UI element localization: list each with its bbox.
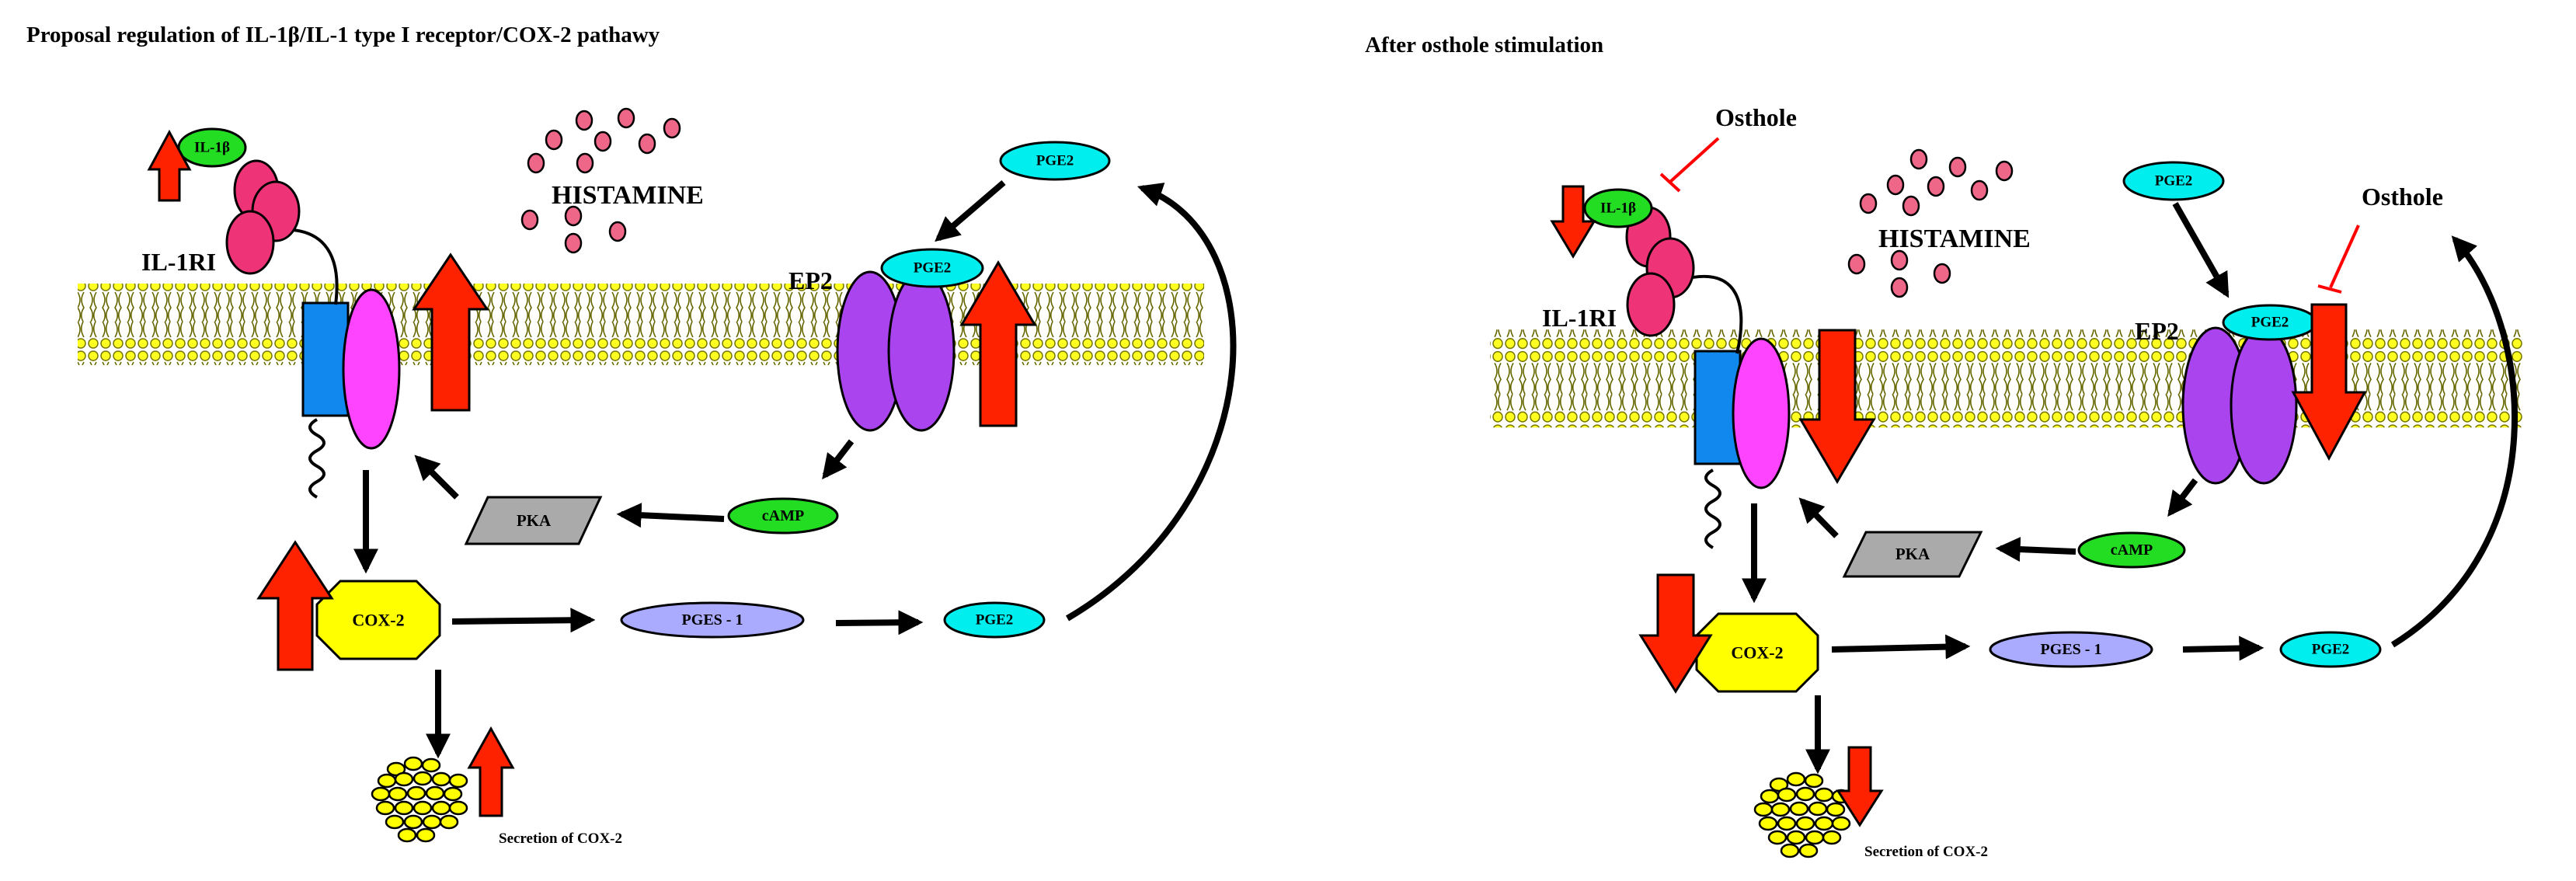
- osthole-inhibition-bar-1: [1659, 172, 1681, 193]
- pge2-top-label: PGE2: [1036, 153, 1074, 169]
- cox2-secretion-granules: [371, 756, 468, 843]
- cell-membrane-right: [1490, 329, 2523, 428]
- osthole-inhibition-bar-2: [2317, 284, 2342, 294]
- arrow-pge2-feedback: [1065, 183, 1237, 622]
- pathway-arrows-right: [1742, 202, 2518, 775]
- camp-label: cAMP: [762, 507, 804, 524]
- pges1-node: [620, 601, 805, 639]
- cox2-down-arrow: [1638, 573, 1713, 694]
- histamine-granules: [520, 107, 681, 254]
- arrow-pges1-to-pge2-right: [2182, 636, 2264, 661]
- pka-label-right: PKA: [1895, 545, 1930, 563]
- arrow-pges1-to-pge2: [835, 610, 924, 636]
- ep2-down-arrow: [2291, 303, 2367, 461]
- arrow-ep2-to-camp: [822, 439, 855, 480]
- right-panel: After osthole stimulation Osthole IL-1β …: [1365, 33, 2523, 860]
- pges1-node-right: [1989, 631, 2153, 668]
- secretion-label: Secretion of COX-2: [499, 831, 622, 847]
- pathway-arrows: [353, 179, 1237, 759]
- pge2-top-node: [999, 141, 1111, 181]
- osthole-label-2: Osthole: [2362, 183, 2443, 211]
- right-panel-title: After osthole stimulation: [1365, 33, 1603, 57]
- cox2-up-arrow: [256, 540, 334, 671]
- histamine-label: HISTAMINE: [552, 181, 704, 210]
- histamine-label-right: HISTAMINE: [1878, 225, 2031, 253]
- pge2-receptor-label-right: PGE2: [2251, 315, 2289, 331]
- pge2-bottom-node: [943, 601, 1046, 639]
- cox2-node: [315, 580, 441, 660]
- il1ri-down-arrow: [1798, 329, 1876, 484]
- il1b-down-arrow: [1550, 185, 1596, 259]
- il1b-up-arrow: [147, 129, 192, 202]
- il1ri-receptor-right: IL-1β: [1550, 185, 1791, 549]
- ep2-label-right: EP2: [2135, 317, 2179, 345]
- ep2-receptor: PGE2: [836, 248, 984, 432]
- ep2-label: EP2: [788, 266, 833, 294]
- arrow-pge2-to-ep2-right: [2172, 202, 2230, 298]
- arrow-camp-to-pka: [616, 503, 725, 528]
- il1ri-up-arrow: [412, 252, 489, 412]
- secretion-down-arrow: [1836, 746, 1884, 827]
- cox2-secretion-granules-right: [1753, 771, 1851, 858]
- pka-label: PKA: [517, 511, 552, 530]
- il1ri-label: IL-1RI: [141, 248, 216, 276]
- arrow-pge2-to-ep2: [935, 179, 1006, 242]
- ep2-receptor-right: PGE2: [2181, 304, 2318, 485]
- ep2-up-arrow: [959, 260, 1037, 427]
- il1b-label-right: IL-1β: [1600, 200, 1636, 217]
- pge2-top-node-right: [2122, 161, 2225, 201]
- pges1-label-right: PGES - 1: [2041, 641, 2102, 658]
- osthole-inhibition-line-1: [1669, 137, 1720, 183]
- cox2-label-right: COX-2: [1731, 643, 1783, 663]
- secretion-up-arrow: [467, 726, 515, 817]
- left-panel: Proposal regulation of IL-1β/IL-1 type I…: [26, 23, 1237, 847]
- arrow-cox2-to-pges1-right: [1831, 634, 1971, 660]
- osthole-label-1: Osthole: [1715, 103, 1797, 131]
- camp-label-right: cAMP: [2111, 541, 2153, 559]
- camp-node: [727, 497, 839, 535]
- arrow-pka-to-receptor: [414, 454, 459, 500]
- pka-node-right: [1842, 531, 1983, 578]
- arrow-pka-to-receptor-right: [1798, 497, 1839, 538]
- arrow-cox2-to-pges1: [451, 608, 596, 633]
- histamine-granules-right: [1847, 148, 2014, 298]
- il1ri-receptor: IL-1β: [147, 127, 401, 499]
- left-panel-title: Proposal regulation of IL-1β/IL-1 type I…: [26, 23, 660, 47]
- pges1-label: PGES - 1: [682, 611, 743, 629]
- secretion-label-right: Secretion of COX-2: [1864, 844, 1988, 860]
- pge2-bottom-label: PGE2: [976, 612, 1014, 629]
- camp-node-right: [2077, 531, 2186, 569]
- pge2-bottom-node-right: [2279, 631, 2382, 668]
- il1b-label: IL-1β: [194, 140, 230, 156]
- arrow-camp-to-pka-right: [1995, 537, 2076, 562]
- pka-node: [464, 496, 603, 545]
- il1ri-label-right: IL-1RI: [1542, 304, 1617, 332]
- pge2-receptor-label: PGE2: [914, 260, 952, 277]
- cox2-label: COX-2: [352, 611, 404, 630]
- arrow-ep2-to-camp-right: [2167, 478, 2198, 517]
- pge2-bottom-label-right: PGE2: [2312, 642, 2350, 658]
- osthole-inhibition-line-2: [2329, 225, 2360, 288]
- arrow-pge2-feedback-right: [2390, 235, 2518, 648]
- pge2-top-label-right: PGE2: [2155, 173, 2193, 190]
